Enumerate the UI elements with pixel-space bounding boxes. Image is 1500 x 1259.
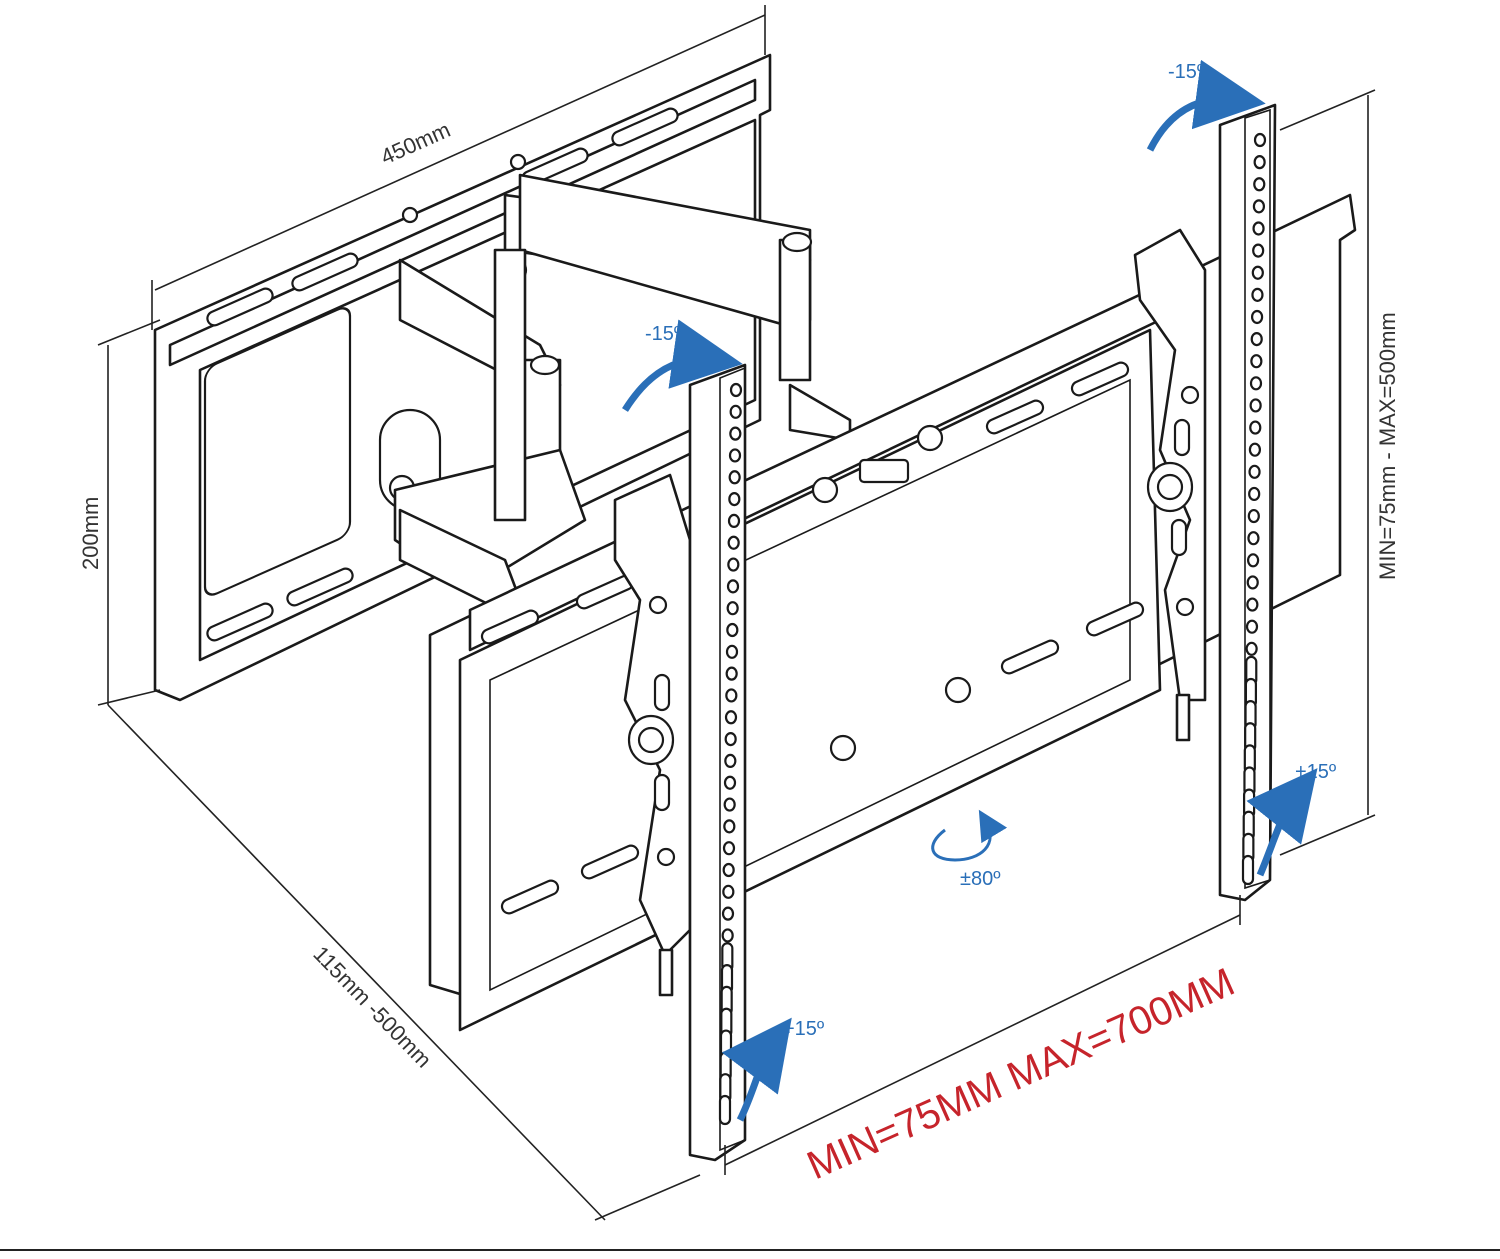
mounting-hole xyxy=(1250,331,1263,347)
mounting-hole xyxy=(728,448,742,463)
mounting-hole xyxy=(721,928,734,943)
tilt-up-right-label: -15º xyxy=(1168,61,1205,83)
mounting-hole xyxy=(1250,354,1263,369)
mounting-hole xyxy=(1245,619,1259,634)
mounting-hole xyxy=(1246,597,1259,612)
mounting-hole xyxy=(729,404,742,419)
mounting-hole xyxy=(727,513,741,529)
mounting-hole xyxy=(727,557,740,572)
mounting-hole xyxy=(1252,199,1266,214)
mounting-hole xyxy=(1248,486,1261,502)
mounting-hole xyxy=(724,710,738,725)
mounting-hole xyxy=(723,797,736,812)
mounting-hole xyxy=(1245,641,1258,656)
right-vertical-bracket xyxy=(1133,103,1277,902)
rotation-label: ±80º xyxy=(960,868,1001,890)
articulating-arm xyxy=(393,173,852,612)
horizontal-spacing-label: MIN=75MM MAX=700MM xyxy=(801,960,1241,1188)
mounting-hole xyxy=(729,426,742,441)
tilt-down-left-label: +15º xyxy=(783,1018,825,1040)
mounting-hole xyxy=(728,470,741,485)
curved-arrow-icon xyxy=(721,1017,792,1122)
mounting-hole xyxy=(1253,155,1266,170)
mounting-hole xyxy=(729,382,743,398)
mounting-hole xyxy=(722,884,735,899)
mounting-hole xyxy=(1246,575,1259,590)
mounting-hole xyxy=(1250,309,1264,325)
mounting-hole xyxy=(1248,442,1262,457)
mounting-hole xyxy=(1246,553,1260,568)
mounting-hole xyxy=(722,862,735,878)
mounting-hole xyxy=(726,579,740,594)
extension-label: 115mm -500mm xyxy=(308,941,436,1072)
mounting-hole xyxy=(725,644,739,659)
mounting-hole xyxy=(725,688,738,703)
curved-arrow-icon xyxy=(1246,768,1318,877)
vertical-spacing-label: MIN=75mm - MAX=500mm xyxy=(1375,312,1400,580)
dimension-lines xyxy=(97,5,1376,1221)
tilt-arrows xyxy=(622,59,1318,1122)
mounting-hole xyxy=(1249,376,1263,391)
wall-plate-width-label: 450mm xyxy=(377,117,454,170)
curved-arrow-icon xyxy=(1146,59,1266,152)
mounting-hole xyxy=(1249,420,1262,435)
mounting-hole xyxy=(728,491,741,507)
mounting-hole xyxy=(1241,854,1255,886)
curved-arrow-icon xyxy=(622,319,743,412)
mounting-hole xyxy=(1252,221,1265,236)
mounting-hole xyxy=(1247,531,1260,546)
mounting-hole xyxy=(726,622,739,638)
tilt-up-left-label: -15º xyxy=(645,323,682,345)
mounting-hole xyxy=(1251,265,1264,280)
mounting-hole xyxy=(723,819,736,834)
mounting-hole xyxy=(1251,287,1264,302)
mounting-hole xyxy=(1253,177,1266,192)
mounting-hole xyxy=(727,535,740,550)
mounting-hole xyxy=(722,841,736,856)
mounting-hole xyxy=(726,601,739,616)
wall-plate-height-label: 200mm xyxy=(78,497,103,570)
mounting-hole xyxy=(1247,508,1260,524)
rotation-arrow-icon xyxy=(931,809,1008,862)
mounting-hole xyxy=(1253,132,1267,148)
mounting-hole xyxy=(723,775,737,790)
mounting-hole xyxy=(724,731,737,747)
mounting-hole xyxy=(1249,398,1262,413)
tilt-down-right-label: +15º xyxy=(1295,761,1337,783)
mounting-hole xyxy=(721,906,735,921)
mounting-hole xyxy=(718,1094,732,1126)
mounting-hole xyxy=(724,753,737,769)
mounting-hole xyxy=(725,666,738,681)
mounting-hole xyxy=(1252,243,1265,258)
mounting-hole xyxy=(1248,464,1261,479)
